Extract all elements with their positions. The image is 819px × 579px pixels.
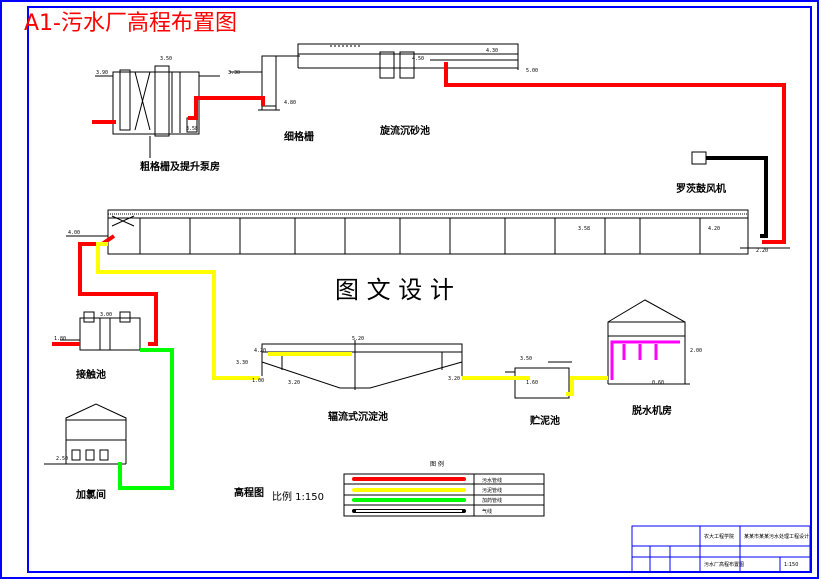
legend-label-chemical: 加药管线 [482,497,502,504]
level-mark: 3.30 [236,360,248,366]
level-mark: 3.50 [520,356,532,362]
dewatering-pipes [610,340,680,380]
level-mark: 2.00 [690,348,702,354]
level-marks: 3.90 3.50 3.30 4.80 4.50 4.30 5.00 3.58 4.00 3.58… [54,48,768,462]
legend-label-air: 气线 [482,508,492,515]
level-mark: 3.58 [578,226,590,232]
sludge-tank [505,361,572,399]
grit-chamber-label: 旋流沉砂池 [379,124,430,137]
scale-value: 比例 1:150 [272,490,324,503]
grit-chamber [297,43,519,79]
level-mark: 1.80 [54,336,66,342]
pump-house [95,65,220,158]
level-mark: 3.00 [100,312,112,318]
level-mark: 4.00 [68,230,80,236]
legend-label-sewage: 污水管线 [482,477,502,484]
level-mark: 5.00 [526,68,538,74]
dewatering-room [607,299,690,385]
title-block [631,525,811,573]
legend-title: 图 例 [430,460,444,468]
level-mark: 4.20 [708,226,720,232]
air-pipeline [706,156,768,238]
level-mark: 5.20 [352,336,364,342]
legend: 图 例 污水管线 污泥管线 加药管线 气线 [343,460,545,517]
clarifier-label: 辐流式沉淀池 [328,410,388,423]
chemical-pipelines [118,348,174,490]
level-mark: 4.50 [412,56,424,62]
level-mark: 0.60 [652,380,664,386]
legend-label-sludge: 污泥管线 [482,487,502,494]
blower-box [691,151,707,165]
level-mark: 3.50 [160,56,172,62]
level-mark: 1.00 [252,378,264,384]
level-mark: 3.20 [448,376,460,382]
sludge-pipelines [96,242,608,396]
contact-tank [60,311,141,351]
level-mark: 4.80 [284,100,296,106]
titleblock-dept: 某某市某某污水处理工程设计 [744,533,809,540]
level-mark: 3.20 [288,380,300,386]
blower-label: 罗茨鼓风机 [676,182,726,195]
aeration-tank [66,209,790,255]
titleblock-drawing-name: 污水厂高程布置图 [704,561,744,568]
scale-title: 高程图 [234,486,264,499]
clarifier [261,340,463,390]
sludge-tank-label: 贮泥池 [529,414,560,427]
level-mark: 3.90 [96,70,108,76]
pump-house-label: 粗格栅及提升泵房 [140,160,220,173]
level-mark: 4.30 [486,48,498,54]
level-mark: 3.30 [228,70,240,76]
titleblock-sheet: 1:150 [784,562,798,568]
level-mark: 2.20 [756,248,768,254]
dosing-room-label: 加氯间 [75,488,106,501]
fine-screen-label: 细格栅 [284,130,314,143]
dewatering-room-label: 脱水机房 [632,404,672,417]
dosing-room [44,403,127,465]
level-mark: 2.50 [56,456,68,462]
level-mark: 4.20 [254,348,266,354]
level-mark: 3.58 [186,126,198,132]
level-mark: 1.60 [526,380,538,386]
titleblock-school: 农大工程学院 [704,533,734,540]
watermark-text: 图 文 设 计 [335,276,454,304]
contact-tank-label: 接触池 [76,368,106,381]
drawing-title: A1-污水厂高程布置图 [24,11,237,36]
drawing-frame [27,6,812,573]
